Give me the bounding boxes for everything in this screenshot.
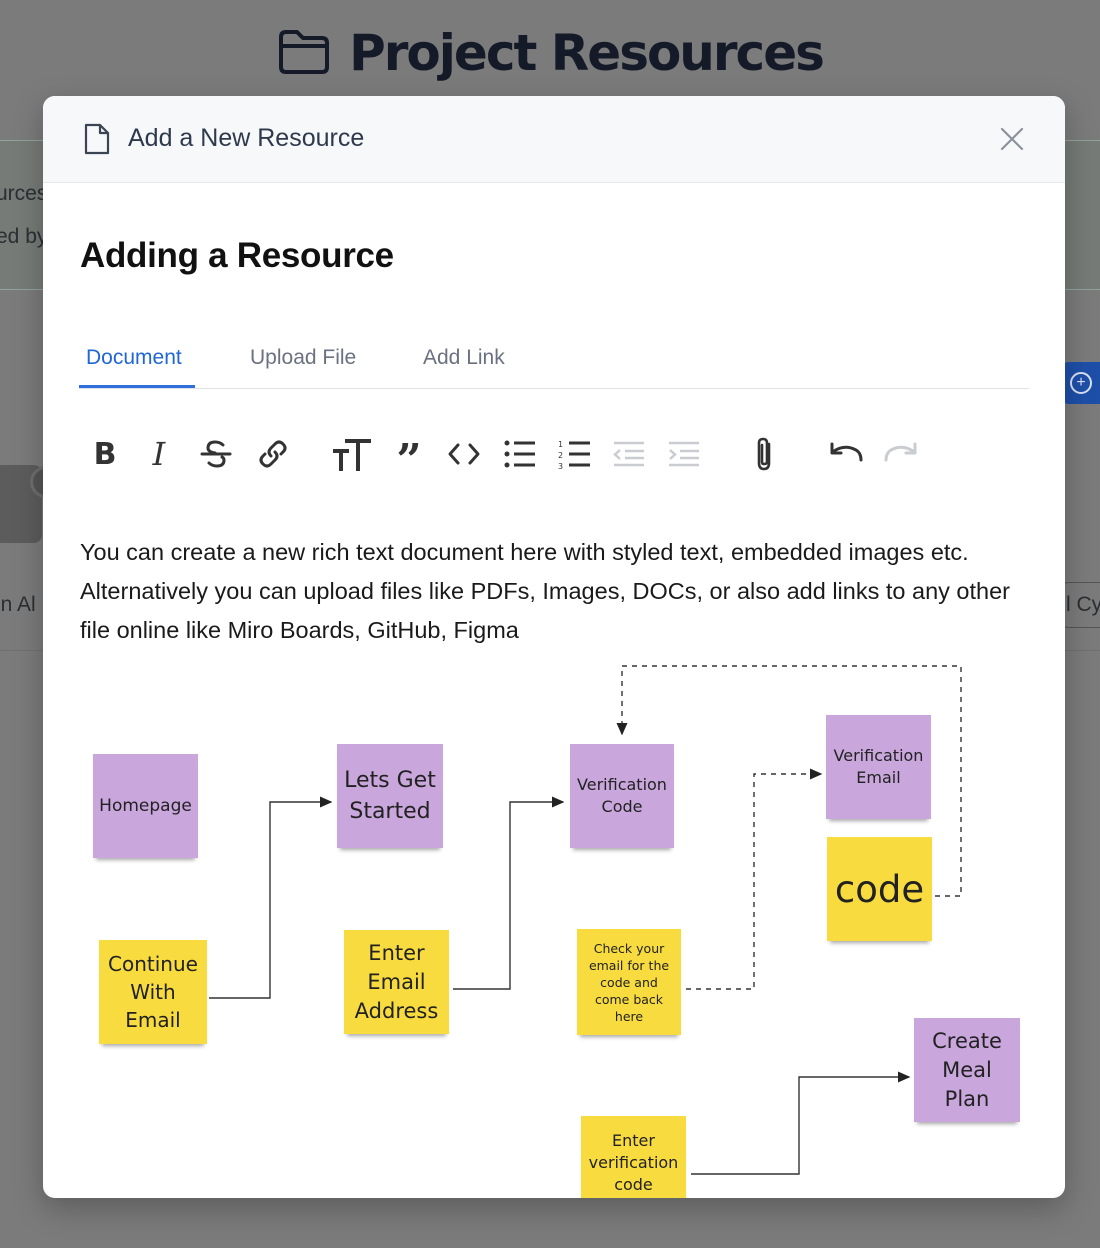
note-text: Meal bbox=[942, 1057, 992, 1082]
note-text: Enter bbox=[612, 1131, 655, 1150]
folder-icon bbox=[277, 27, 331, 80]
note-text: Address bbox=[354, 998, 439, 1023]
note-text: Enter bbox=[368, 940, 425, 965]
undo-icon bbox=[830, 442, 863, 462]
text-size-button[interactable] bbox=[332, 432, 372, 476]
note-text: code bbox=[614, 1175, 653, 1194]
italic-button[interactable]: I bbox=[139, 432, 179, 476]
link-icon bbox=[259, 440, 287, 468]
sticky-note-homepage: Homepage bbox=[93, 754, 198, 858]
bold-icon: B bbox=[93, 436, 117, 472]
add-resource-modal: Add a New Resource Adding a Resource Doc… bbox=[43, 96, 1065, 1198]
indent-button[interactable] bbox=[664, 432, 704, 476]
background-text: ed by bbox=[0, 225, 48, 248]
outdent-button[interactable] bbox=[609, 432, 649, 476]
strikethrough-icon bbox=[200, 440, 232, 468]
sticky-note-verification-code: Verification Code bbox=[570, 744, 674, 848]
note-text: Check your bbox=[593, 940, 665, 956]
outdent-icon bbox=[613, 441, 644, 467]
sticky-note-code: code bbox=[827, 837, 932, 941]
redo-icon bbox=[884, 442, 917, 462]
undo-button[interactable] bbox=[826, 432, 866, 476]
note-text: verification bbox=[588, 1153, 679, 1172]
sticky-note-continue-with-email: Continue With Email bbox=[99, 940, 207, 1044]
quote-icon: ” bbox=[396, 435, 422, 486]
note-text: code and bbox=[600, 974, 658, 990]
note-text: Verification bbox=[577, 775, 667, 794]
active-tab-indicator bbox=[79, 385, 195, 388]
bullet-list-button[interactable] bbox=[500, 432, 540, 476]
modal-title: Add a New Resource bbox=[128, 124, 365, 152]
plus-circle-icon: + bbox=[1070, 372, 1092, 394]
note-text: email for the bbox=[588, 957, 670, 973]
indent-icon bbox=[669, 441, 699, 467]
background-page-title: Project Resources bbox=[349, 24, 825, 82]
sticky-note-verification-email: Verification Email bbox=[826, 715, 931, 819]
quote-button[interactable]: ” bbox=[389, 432, 429, 483]
background-text: l Cy bbox=[1066, 593, 1100, 616]
note-text: here bbox=[614, 1008, 644, 1024]
svg-text:2: 2 bbox=[558, 451, 563, 460]
close-icon bbox=[1000, 127, 1024, 151]
attachment-icon bbox=[757, 437, 771, 471]
svg-text:3: 3 bbox=[558, 462, 563, 469]
redo-button[interactable] bbox=[881, 432, 921, 476]
note-text: Verification bbox=[833, 746, 924, 765]
attachment-button[interactable] bbox=[745, 432, 785, 476]
note-text: Email bbox=[125, 1008, 181, 1032]
editor-toolbar: B I ” bbox=[43, 432, 1065, 483]
document-icon bbox=[83, 122, 111, 161]
note-text: code bbox=[834, 867, 925, 911]
note-text: Plan bbox=[944, 1086, 990, 1111]
numbered-list-icon: 1 2 3 bbox=[558, 440, 590, 469]
sticky-note-lets-get-started: Lets Get Started bbox=[337, 744, 443, 848]
background-text: urces bbox=[0, 182, 48, 205]
tab-add-link[interactable]: Add Link bbox=[423, 346, 505, 369]
note-text: Homepage bbox=[99, 796, 192, 816]
diagram-connectors bbox=[209, 665, 962, 1175]
code-icon bbox=[448, 443, 480, 465]
sticky-note-enter-email-address: Enter Email Address bbox=[344, 930, 449, 1034]
tab-document[interactable]: Document bbox=[86, 346, 182, 369]
note-text: come back bbox=[594, 991, 664, 1007]
bold-button[interactable]: B bbox=[85, 432, 125, 476]
note-text: Email bbox=[367, 969, 426, 994]
note-text: Lets Get bbox=[344, 768, 436, 793]
background-text: in Al bbox=[0, 593, 36, 616]
svg-text:1: 1 bbox=[558, 440, 563, 449]
numbered-list-button[interactable]: 1 2 3 bbox=[555, 432, 595, 476]
note-text: Started bbox=[349, 799, 431, 824]
note-text: Create bbox=[932, 1028, 1002, 1053]
modal-header: Add a New Resource bbox=[43, 96, 1065, 183]
link-button[interactable] bbox=[253, 432, 293, 476]
note-text: Code bbox=[601, 797, 643, 816]
page-heading: Adding a Resource bbox=[80, 236, 394, 275]
background-page-header: Project Resources bbox=[0, 24, 1100, 82]
document-body-text[interactable]: You can create a new rich text document … bbox=[80, 539, 1010, 643]
sticky-note-enter-verification-code: Enter verification code bbox=[581, 1116, 686, 1198]
italic-icon: I bbox=[152, 435, 166, 473]
note-text: With bbox=[130, 980, 176, 1004]
close-button[interactable] bbox=[997, 124, 1027, 154]
code-button[interactable] bbox=[444, 432, 484, 476]
note-text: Continue bbox=[108, 952, 198, 976]
bullet-list-icon bbox=[504, 440, 535, 468]
strikethrough-button[interactable] bbox=[196, 432, 236, 476]
note-text: Email bbox=[856, 768, 901, 787]
sticky-note-check-your-email: Check your email for the code and come b… bbox=[577, 929, 681, 1035]
embedded-flow-diagram: Homepage Continue With Email Lets Get St… bbox=[43, 656, 1065, 1198]
text-size-icon bbox=[333, 439, 371, 471]
tab-upload-file[interactable]: Upload File bbox=[250, 346, 357, 369]
sticky-note-create-meal-plan: Create Meal Plan bbox=[914, 1018, 1020, 1122]
resource-tabs: Document Upload File Add Link bbox=[79, 336, 1029, 389]
